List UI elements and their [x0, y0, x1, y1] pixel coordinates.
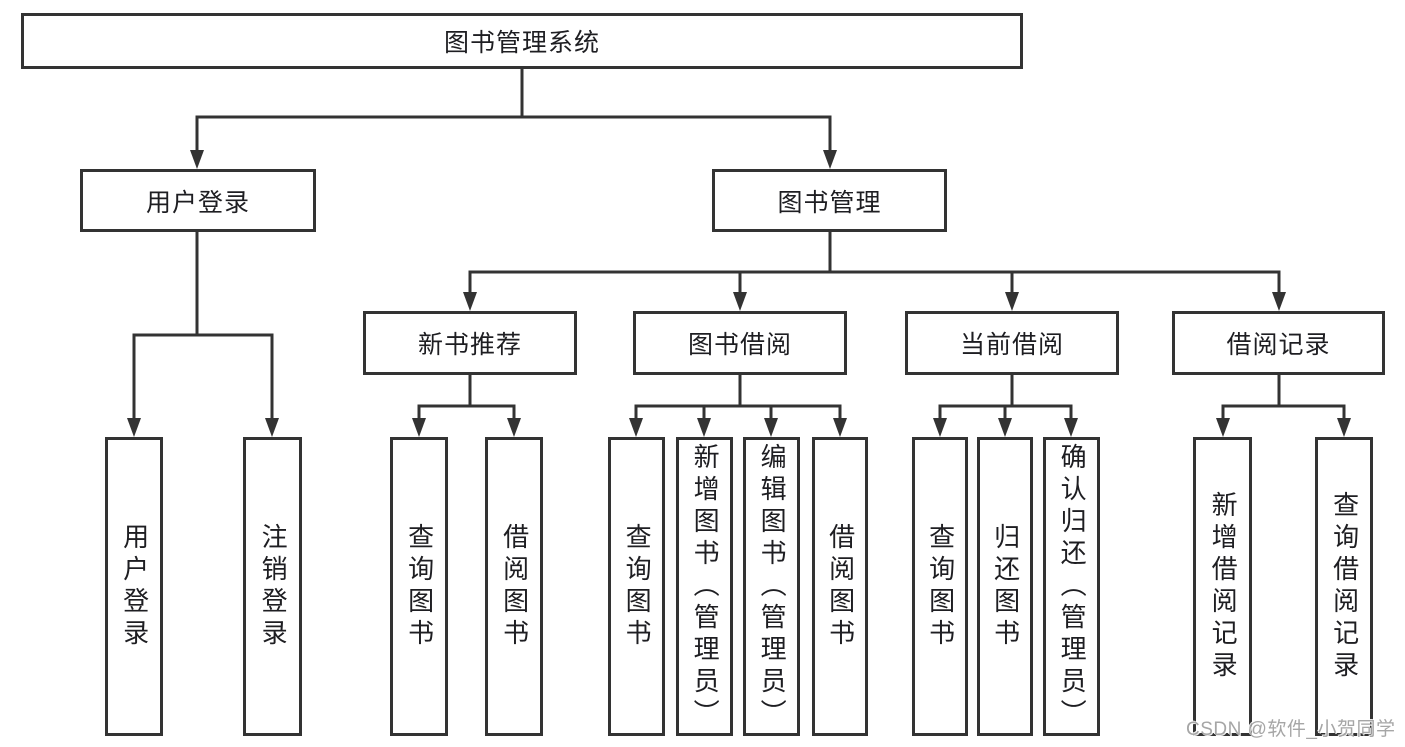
node-new-book-recommend: 新书推荐 — [363, 311, 577, 375]
node-borrow-records: 借阅记录 — [1172, 311, 1385, 375]
node-label: 新增图书（管理员） — [690, 442, 721, 731]
node-leaf-records-add: 新增借阅记录 — [1193, 437, 1252, 736]
node-leaf-current-return: 归还图书 — [977, 437, 1033, 736]
node-label: 用户登录 — [119, 522, 150, 651]
node-leaf-logout: 注销登录 — [243, 437, 302, 736]
node-leaf-user-login: 用户登录 — [105, 437, 163, 736]
node-current-borrow: 当前借阅 — [905, 311, 1119, 375]
node-label: 新增借阅记录 — [1208, 490, 1239, 683]
arrowheads — [127, 150, 1351, 437]
node-leaf-records-query: 查询借阅记录 — [1315, 437, 1373, 736]
node-label: 查询借阅记录 — [1329, 490, 1360, 683]
node-label: 归还图书 — [990, 522, 1021, 651]
node-label: 图书借阅 — [687, 331, 792, 359]
node-label: 借阅图书 — [499, 522, 530, 651]
node-leaf-borrowing-borrow: 借阅图书 — [812, 437, 868, 736]
node-leaf-newbooks-borrow: 借阅图书 — [485, 437, 543, 736]
node-leaf-borrowing-add-admin: 新增图书（管理员） — [676, 437, 733, 736]
node-label: 注销登录 — [258, 522, 289, 651]
node-label: 图书管理系统 — [443, 29, 600, 57]
node-book-management: 图书管理 — [712, 169, 947, 232]
node-label: 借阅图书 — [825, 522, 856, 651]
node-leaf-newbooks-query: 查询图书 — [390, 437, 448, 736]
node-label: 用户登录 — [145, 188, 250, 217]
csdn-watermark: CSDN @软件_小贺同学 — [1186, 719, 1396, 740]
node-leaf-borrowing-edit-admin: 编辑图书（管理员） — [743, 437, 800, 736]
node-label: 借阅记录 — [1226, 331, 1331, 359]
node-leaf-current-confirm-admin: 确认归还（管理员） — [1043, 437, 1100, 736]
node-label: 查询图书 — [622, 522, 653, 651]
node-label: 编辑图书（管理员） — [757, 442, 788, 731]
node-leaf-current-query: 查询图书 — [912, 437, 968, 736]
node-label: 当前借阅 — [959, 331, 1064, 359]
node-label: 查询图书 — [925, 522, 956, 651]
node-label: 查询图书 — [404, 522, 435, 651]
node-label: 图书管理 — [777, 188, 882, 217]
node-book-borrowing: 图书借阅 — [633, 311, 847, 375]
node-label: 新书推荐 — [417, 331, 522, 359]
node-leaf-borrowing-query: 查询图书 — [608, 437, 665, 736]
node-root-system: 图书管理系统 — [21, 13, 1023, 69]
node-label: 确认归还（管理员） — [1057, 442, 1088, 731]
node-user-login: 用户登录 — [80, 169, 316, 232]
